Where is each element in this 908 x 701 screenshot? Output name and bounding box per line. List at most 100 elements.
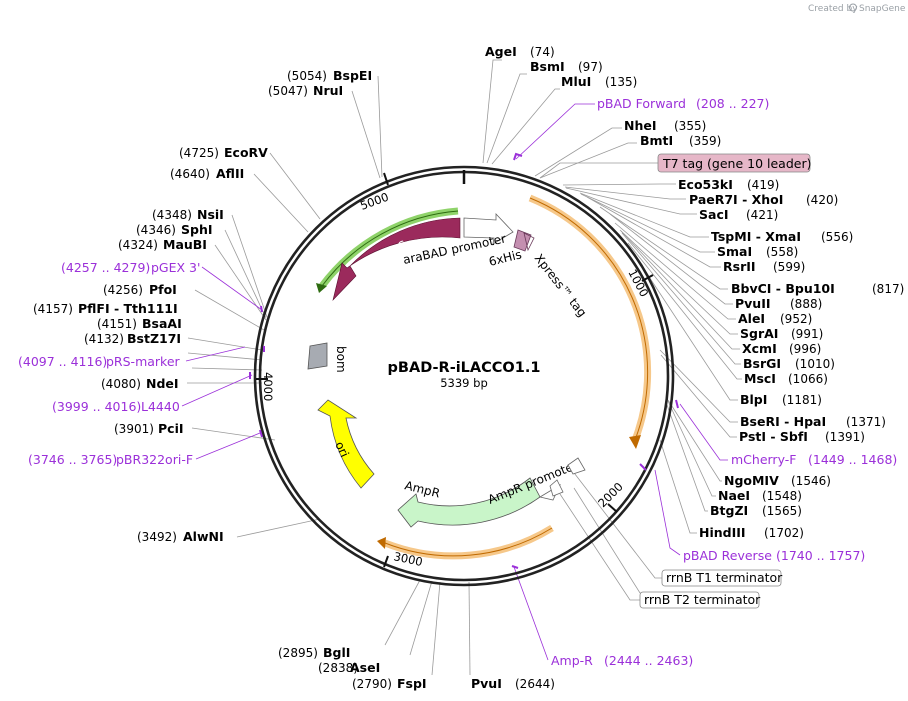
rrnb-t2-terminator-feature — [549, 479, 564, 497]
plasmid-name: pBAD-R-iLACCO1.1 — [388, 360, 541, 376]
site-nruI: (5047)NruI — [268, 83, 343, 98]
site-tspMI-xmaI: TspMI - XmaI(556) — [711, 229, 853, 244]
svg-text:NsiI: NsiI — [197, 207, 224, 222]
site-pstI-sbfI: PstI - SbfI(1391) — [739, 429, 865, 444]
svg-text:PvuI: PvuI — [471, 676, 502, 691]
svg-text:(1740 .. 1757): (1740 .. 1757) — [776, 548, 865, 563]
svg-text:(1702): (1702) — [764, 526, 804, 540]
site-pvuII: PvuII(888) — [735, 296, 822, 311]
svg-text:(4346): (4346) — [136, 223, 176, 237]
site-aseI: (2838)AseI — [318, 660, 380, 675]
t7-tag-box: T7 tag (gene 10 leader) — [657, 153, 811, 173]
svg-text:(419): (419) — [747, 178, 779, 192]
svg-text:PflFI - Tth111I: PflFI - Tth111I — [78, 301, 178, 316]
svg-text:(3746 .. 3765): (3746 .. 3765) — [28, 452, 117, 467]
svg-text:NruI: NruI — [313, 83, 343, 98]
svg-text:Eco53kI: Eco53kI — [678, 177, 733, 192]
svg-text:(208 .. 227): (208 .. 227) — [696, 96, 769, 111]
svg-text:SacI: SacI — [699, 207, 729, 222]
site-bsmI: BsmI(97) — [530, 59, 603, 74]
svg-text:SmaI: SmaI — [717, 244, 752, 259]
svg-text:(2444 .. 2463): (2444 .. 2463) — [604, 653, 693, 668]
svg-text:AlwNI: AlwNI — [183, 529, 224, 544]
primer-prs-marker: (4097 .. 4116)pRS-marker — [18, 354, 181, 369]
site-bbvCI-bpu10I: BbvCI - Bpu10I (817) — [731, 281, 904, 296]
site-blpI: BlpI(1181) — [740, 392, 822, 407]
svg-text:(4097 .. 4116): (4097 .. 4116) — [18, 354, 107, 369]
svg-text:PciI: PciI — [158, 421, 184, 436]
svg-text:(991): (991) — [791, 327, 823, 341]
svg-text:BsrGI: BsrGI — [743, 356, 781, 371]
svg-text:(3492): (3492) — [137, 530, 177, 544]
svg-text:BtgZI: BtgZI — [710, 503, 748, 518]
svg-text:(817): (817) — [872, 282, 904, 296]
svg-text:(4132): (4132) — [84, 332, 124, 346]
svg-text:(3999 .. 4016): (3999 .. 4016) — [52, 399, 141, 414]
site-bsrGI: BsrGI (1010) — [743, 356, 835, 371]
svg-text:PvuII: PvuII — [735, 296, 771, 311]
svg-text:TspMI - XmaI: TspMI - XmaI — [711, 229, 801, 244]
svg-text:(4257 .. 4279): (4257 .. 4279) — [61, 260, 150, 275]
svg-text:XcmI: XcmI — [742, 341, 777, 356]
svg-text:AflII: AflII — [216, 166, 244, 181]
svg-text:(1010): (1010) — [795, 357, 835, 371]
svg-text:(599): (599) — [773, 260, 805, 274]
primer-pbr322ori-f: (3746 .. 3765)pBR322ori-F — [28, 452, 193, 467]
site-nheI: NheI(355) — [624, 118, 706, 133]
t7-tag-label: T7 tag (gene 10 leader) — [662, 156, 811, 171]
svg-text:EcoRV: EcoRV — [224, 145, 268, 160]
mcherry-orf-arrow — [529, 197, 649, 441]
svg-text:(359): (359) — [689, 134, 721, 148]
rrnb-t2-box: rrnB T2 terminator — [639, 591, 761, 609]
site-sacI: SacI (421) — [699, 207, 778, 222]
svg-text:SphI: SphI — [181, 222, 213, 237]
primer-labels: pBAD Forward (208 .. 227) mCherry-F (1449 … — [18, 96, 897, 668]
svg-text:(1391): (1391) — [825, 430, 865, 444]
svg-text:(135): (135) — [605, 75, 637, 89]
site-aflII: (4640)AflII — [170, 166, 244, 181]
svg-text:(4725): (4725) — [179, 146, 219, 160]
svg-text:BlpI: BlpI — [740, 392, 767, 407]
site-pflFI-tth111I: (4157) PflFI - Tth111I — [33, 301, 178, 316]
site-ngoMIV: NgoMIV(1546) — [724, 473, 831, 488]
svg-text:(558): (558) — [766, 245, 798, 259]
svg-text:BbvCI - Bpu10I: BbvCI - Bpu10I — [731, 281, 835, 296]
site-paer7I-xhoI: PaeR7I - XhoI(420) — [689, 192, 838, 207]
site-btgZI: BtgZI(1565) — [710, 503, 802, 518]
xpress-tag-label: Xpress™ tag — [532, 251, 590, 319]
svg-text:(952): (952) — [780, 312, 812, 326]
svg-text:(420): (420) — [806, 193, 838, 207]
svg-text:pBAD Forward: pBAD Forward — [597, 96, 686, 111]
mcherry-orf-highlight — [528, 194, 652, 442]
site-bseRI-hpaI: BseRI - HpaI(1371) — [740, 414, 886, 429]
svg-text:(5054): (5054) — [287, 69, 327, 83]
svg-text:mCherry-F: mCherry-F — [731, 452, 796, 467]
svg-text:BstZ17I: BstZ17I — [127, 331, 181, 346]
svg-text:(4324): (4324) — [118, 238, 158, 252]
svg-text:(4157): (4157) — [33, 302, 73, 316]
bom-label: bom — [334, 346, 348, 373]
ampr-feature — [397, 477, 541, 528]
snapgene-credit: Created by SnapGene — [808, 3, 906, 14]
bom-feature — [307, 342, 328, 370]
svg-text:BseRI - HpaI: BseRI - HpaI — [740, 414, 826, 429]
plasmid-length: 5339 bp — [440, 376, 488, 390]
svg-text:(1546): (1546) — [791, 474, 831, 488]
svg-text:(3901): (3901) — [114, 422, 154, 436]
svg-text:(996): (996) — [789, 342, 821, 356]
primer-leader-lines — [181, 103, 728, 661]
svg-text:(1449 .. 1468): (1449 .. 1468) — [808, 452, 897, 467]
svg-text:(421): (421) — [746, 208, 778, 222]
site-sphI: (4346) SphI — [136, 222, 213, 237]
site-eco53kI: Eco53kI (419) — [678, 177, 779, 192]
ori-label: ori — [332, 439, 351, 459]
svg-text:(97): (97) — [578, 60, 603, 74]
site-mauBI: (4324)MauBI — [118, 237, 207, 252]
rrnb-t1-label: rrnB T1 terminator — [666, 570, 783, 585]
svg-text:BspEI: BspEI — [333, 68, 372, 83]
svg-text:(2644): (2644) — [515, 677, 555, 691]
snapgene-logo-icon — [849, 3, 857, 12]
ampr-label: AmpR — [403, 478, 441, 500]
site-bglI: (2895)BglI — [278, 645, 350, 660]
arac-feature — [332, 217, 461, 302]
